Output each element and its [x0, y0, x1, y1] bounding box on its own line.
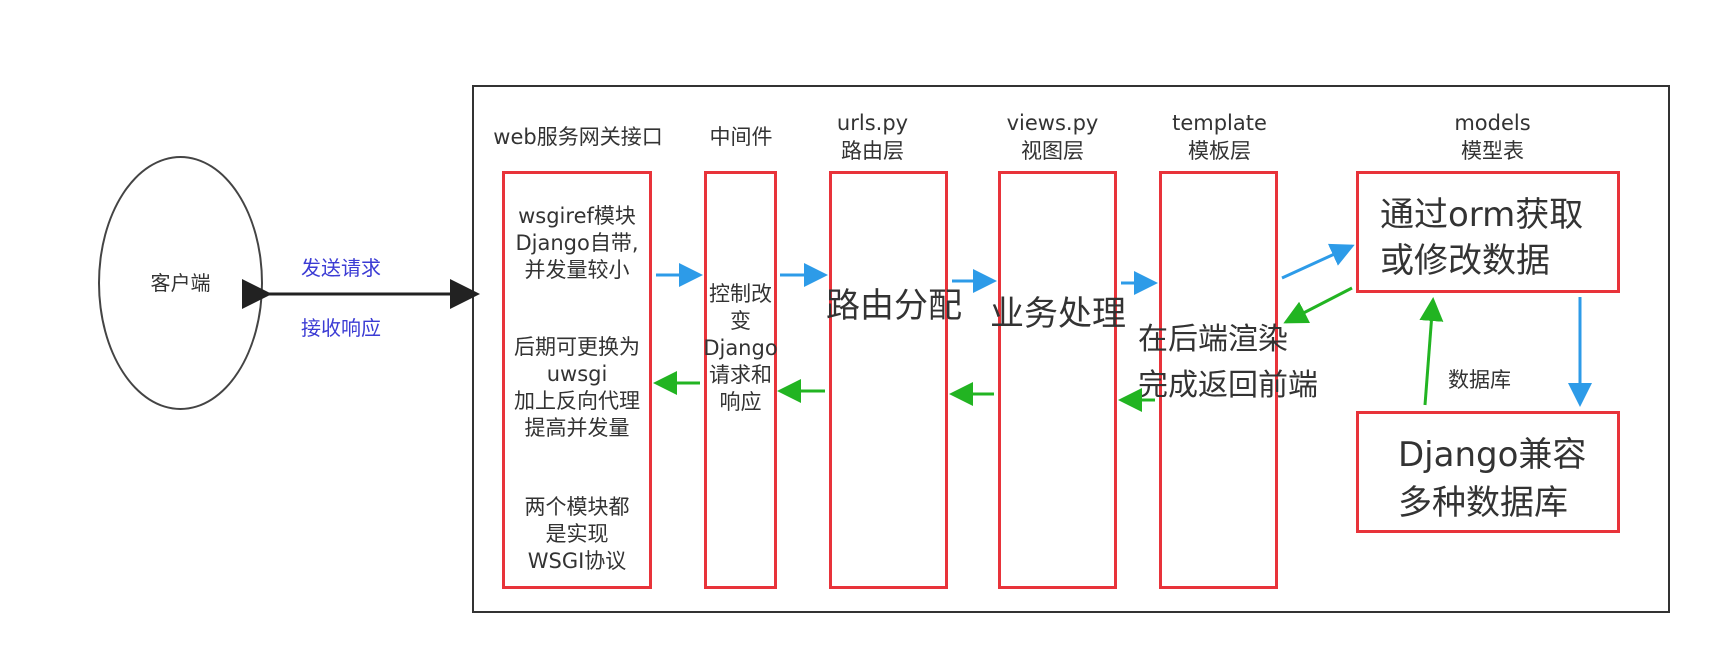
database-box [1356, 411, 1620, 533]
gateway-text-1-line-1: wsgiref模块 [518, 204, 636, 228]
middleware-text-line-1: 控制改 [709, 282, 772, 306]
gateway-text-1-line-2: Django自带, [515, 231, 639, 255]
template-render-line-2: 完成返回前端 [1138, 368, 1318, 403]
gateway-box [502, 171, 652, 589]
gateway-text-2-line-1: 后期可更换为 [514, 335, 640, 359]
middleware-text-line-5: 响应 [719, 390, 762, 414]
request-arrow-template-to-models [1281, 243, 1355, 280]
response-arrow-models-to-template [1283, 286, 1353, 324]
client-label: 客户端 [150, 271, 211, 295]
template-box [1159, 171, 1278, 589]
database-text-line-1: Django兼容 [1398, 435, 1587, 475]
models-text-line-2: 或修改数据 [1380, 241, 1550, 281]
business-label: 业务处理 [990, 294, 1126, 334]
middleware-text-line-2: 变 [730, 309, 751, 333]
django-frame [472, 85, 1670, 613]
routing-label: 路由分配 [826, 286, 962, 326]
gateway-text-1-line-3: 并发量较小 [524, 258, 630, 282]
gateway-text-2-line-4: 提高并发量 [524, 416, 630, 440]
middleware-text: 控制改 变 Django 请求和 响应 [700, 281, 781, 416]
gateway-text-2: 后期可更换为 uwsgi 加上反向代理 提高并发量 [502, 334, 652, 442]
database-label: 数据库 [1448, 368, 1511, 392]
gateway-text-3-line-2: 是实现 [545, 522, 609, 546]
views-box [998, 171, 1117, 589]
template-title-2: 模板层 [1188, 139, 1251, 163]
gateway-text-1: wsgiref模块 Django自带, 并发量较小 [502, 203, 652, 284]
views-title-2: 视图层 [1021, 139, 1084, 163]
urls-title-2: 路由层 [841, 139, 904, 163]
receive-response-label: 接收响应 [301, 316, 381, 340]
template-render-line-1: 在后端渲染 [1138, 322, 1288, 357]
gateway-text-3-line-1: 两个模块都 [524, 495, 630, 519]
template-title-1: template [1172, 111, 1267, 135]
models-text-line-1: 通过orm获取 [1380, 195, 1584, 235]
middleware-title: 中间件 [709, 125, 773, 149]
urls-title-1: urls.py [836, 111, 909, 135]
middleware-text-line-3: Django [703, 336, 778, 360]
models-title-2: 模型表 [1461, 139, 1524, 163]
models-box [1356, 171, 1620, 293]
response-arrow-database-to-models [1419, 297, 1444, 406]
gateway-text-3-line-3: WSGI协议 [527, 549, 627, 573]
middleware-text-line-4: 请求和 [709, 363, 772, 387]
middleware-box [704, 171, 777, 589]
gateway-text-3: 两个模块都 是实现 WSGI协议 [502, 494, 652, 575]
database-text-line-2: 多种数据库 [1398, 483, 1568, 523]
views-title-1: views.py [1006, 111, 1099, 135]
urls-box [829, 171, 948, 589]
models-title-1: models [1454, 111, 1531, 135]
gateway-text-2-line-3: 加上反向代理 [514, 389, 640, 413]
gateway-title: web服务网关接口 [493, 125, 663, 149]
gateway-text-2-line-2: uwsgi [546, 362, 608, 386]
send-request-label: 发送请求 [301, 256, 381, 280]
